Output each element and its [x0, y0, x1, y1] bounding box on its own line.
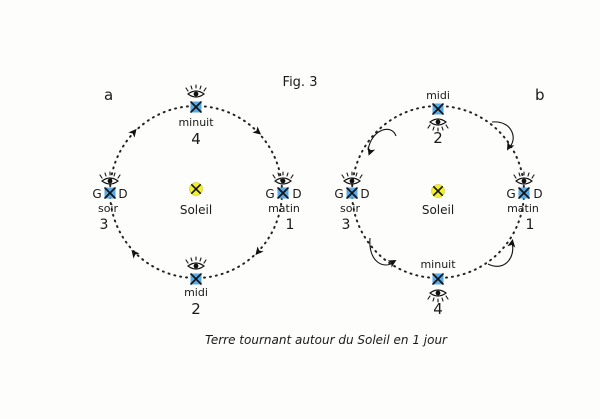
panel-a-position-1: G D matin 1 — [265, 171, 302, 233]
panel-b-position-number: 3 — [342, 217, 351, 233]
panel-b-time-label: matin — [507, 202, 539, 215]
panel-a-right-mark: D — [292, 187, 301, 201]
panel-a-sun-label: Soleil — [180, 203, 212, 217]
panel-a-position-4: minuit 4 — [178, 84, 214, 148]
rotation-arrow — [367, 128, 397, 151]
sun-icon — [188, 181, 204, 197]
panel-b-position-4: minuit 4 — [420, 258, 456, 318]
panel-a-letter: a — [104, 86, 113, 104]
eye-icon — [272, 171, 294, 185]
rotation-arrow-head — [364, 146, 376, 158]
panel-a-orbit-arrow — [128, 247, 140, 259]
sun-icon — [430, 183, 446, 199]
panel-a-position-number: 3 — [100, 217, 109, 233]
panel-b-position-number: 1 — [526, 217, 535, 233]
eye-icon — [341, 171, 363, 185]
panel-b-letter: b — [535, 86, 545, 104]
panel-b-time-label: midi — [426, 89, 450, 102]
earth-icon — [276, 186, 290, 200]
panel-b: b Soleil midi 2 minuit 4 — [334, 86, 544, 318]
panel-a-position-number: 4 — [191, 130, 201, 148]
earth-icon — [517, 186, 531, 200]
panel-b-time-label: soir — [340, 202, 361, 215]
panel-b-time-label: minuit — [420, 258, 456, 271]
panel-b-position-1: G D matin 1 — [506, 171, 543, 233]
panel-a-position-number: 1 — [286, 217, 295, 233]
panel-a-position-3: G D soir 3 — [92, 171, 128, 233]
panel-b-position-3: G D soir 3 — [334, 171, 370, 233]
panel-a-time-label: midi — [184, 286, 208, 299]
panel-a: a Soleil minuit 4 midi 2 G D — [92, 84, 302, 318]
panel-b-position-2: midi 2 — [426, 89, 450, 147]
panel-a-time-label: minuit — [178, 116, 214, 129]
eye-icon — [185, 256, 207, 270]
eye-icon — [99, 171, 121, 185]
panel-b-left-mark: G — [334, 187, 343, 201]
earth-icon — [431, 272, 445, 286]
rotation-arrow — [491, 121, 514, 149]
panel-a-position-number: 2 — [191, 300, 201, 318]
panel-b-sun-label: Soleil — [422, 203, 454, 217]
earth-icon — [103, 186, 117, 200]
panel-b-position-number: 4 — [433, 300, 443, 318]
panel-a-left-mark: G — [92, 187, 101, 201]
rotation-arrow — [487, 241, 514, 267]
eye-icon — [185, 84, 207, 98]
panel-b-position-number: 2 — [433, 129, 443, 147]
panel-a-time-label: matin — [268, 202, 300, 215]
earth-icon — [431, 102, 445, 116]
earth-icon — [345, 186, 359, 200]
eye-icon — [513, 171, 535, 185]
panel-b-right-mark: D — [533, 187, 542, 201]
figure-title: Fig. 3 — [283, 75, 318, 90]
rotation-arrow-head — [507, 238, 517, 248]
panel-a-left-mark: G — [265, 187, 274, 201]
panel-b-left-mark: G — [506, 187, 515, 201]
panel-a-time-label: soir — [98, 202, 119, 215]
panel-a-position-2: midi 2 — [184, 256, 208, 318]
earth-icon — [189, 100, 203, 114]
panel-a-right-mark: D — [118, 187, 127, 201]
earth-icon — [189, 272, 203, 286]
panel-b-right-mark: D — [360, 187, 369, 201]
figure-caption: Terre tournant autour du Soleil en 1 jou… — [205, 333, 448, 347]
